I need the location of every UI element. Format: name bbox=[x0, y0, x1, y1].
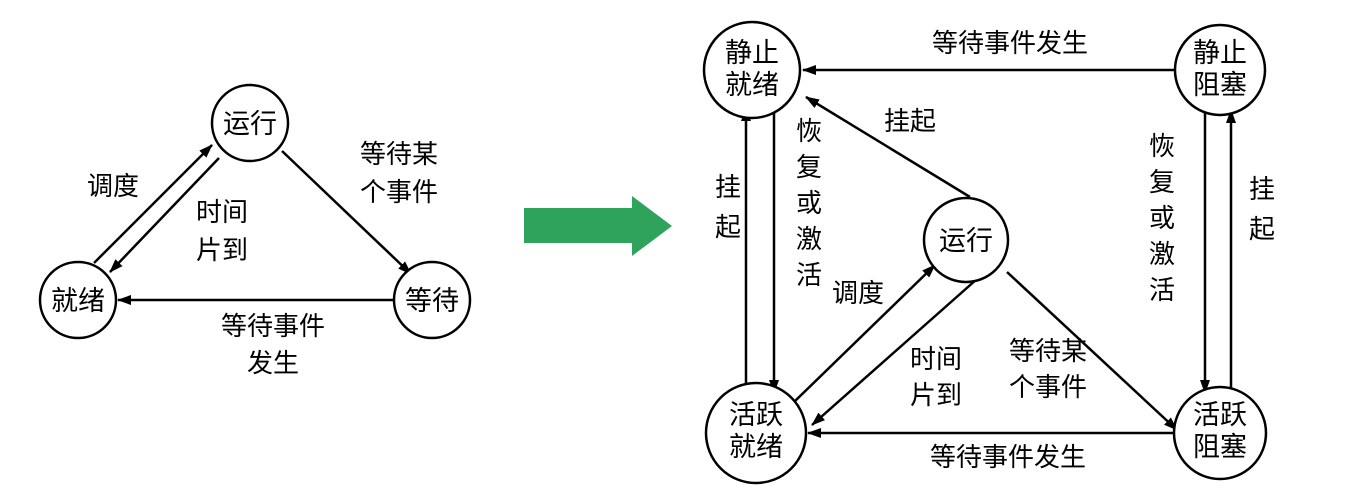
right-label-suspend-ready-line1: 挂 bbox=[715, 173, 741, 203]
right-diagram: 等待事件发生 挂起 挂 起 恢 复 或 激 活 调度 时间 片到 等待某 个事件… bbox=[702, 20, 1275, 485]
left-label-event-occurs: 等待事件 发生 bbox=[221, 312, 325, 379]
right-label-top-event-occurs-text: 等待事件发生 bbox=[932, 29, 1088, 59]
right-node-active-ready-line1: 活跃 bbox=[729, 400, 783, 431]
right-node-running: 运行 bbox=[922, 196, 1010, 284]
right-label-resume-blocked: 恢 复 或 激 活 bbox=[1149, 132, 1175, 306]
right-node-active-blocked: 活跃 阻塞 bbox=[1172, 385, 1268, 481]
right-label-resume-ready-line4: 激 bbox=[796, 225, 822, 255]
right-edge-suspend-running bbox=[805, 95, 971, 199]
left-label-time-slice-line2: 片到 bbox=[196, 236, 248, 266]
right-label-resume-blocked-line3: 或 bbox=[1149, 204, 1175, 234]
left-label-wait-event: 等待某 个事件 bbox=[360, 140, 438, 208]
right-label-time-slice: 时间 片到 bbox=[910, 345, 962, 411]
right-label-suspend-blocked: 挂 起 bbox=[1249, 175, 1275, 245]
right-edge-time-slice bbox=[811, 278, 978, 426]
right-label-dispatch-text: 调度 bbox=[832, 279, 884, 309]
right-label-resume-blocked-line5: 活 bbox=[1149, 276, 1175, 306]
right-label-bottom-event-occurs-text: 等待事件发生 bbox=[930, 443, 1086, 473]
right-label-wait-event-line1: 等待某 bbox=[1009, 337, 1087, 367]
right-label-resume-blocked-line1: 恢 bbox=[1149, 132, 1175, 162]
left-label-wait-event-line2: 个事件 bbox=[360, 178, 438, 208]
right-label-time-slice-line2: 片到 bbox=[910, 381, 962, 411]
right-label-suspend-blocked-line2: 起 bbox=[1249, 215, 1275, 245]
right-label-resume-ready-line3: 或 bbox=[796, 189, 822, 219]
transition-arrow bbox=[524, 196, 672, 256]
right-label-suspend-running: 挂起 bbox=[884, 107, 936, 137]
right-node-active-ready: 活跃 就绪 bbox=[704, 381, 808, 485]
right-node-active-ready-line2: 就绪 bbox=[729, 432, 783, 463]
right-node-static-blocked: 静止 阻塞 bbox=[1173, 23, 1267, 117]
right-node-static-ready: 静止 就绪 bbox=[702, 20, 802, 120]
right-label-resume-ready-line2: 复 bbox=[796, 153, 822, 183]
right-label-wait-event-line2: 个事件 bbox=[1009, 373, 1087, 403]
right-label-dispatch: 调度 bbox=[832, 279, 884, 309]
left-node-waiting: 等待 bbox=[392, 260, 472, 340]
right-label-suspend-blocked-line1: 挂 bbox=[1249, 175, 1275, 205]
left-node-running-label: 运行 bbox=[223, 109, 277, 140]
right-label-resume-ready-line5: 活 bbox=[796, 261, 822, 291]
right-label-resume-blocked-line4: 激 bbox=[1149, 240, 1175, 270]
left-node-running: 运行 bbox=[210, 83, 290, 163]
left-edge-wait-event bbox=[281, 150, 412, 275]
right-label-top-event-occurs: 等待事件发生 bbox=[932, 29, 1088, 59]
right-label-resume-ready-line1: 恢 bbox=[796, 117, 822, 147]
left-label-time-slice: 时间 片到 bbox=[196, 198, 248, 266]
right-node-active-blocked-line2: 阻塞 bbox=[1193, 432, 1247, 463]
right-label-bottom-event-occurs: 等待事件发生 bbox=[930, 443, 1086, 473]
left-edge-time-slice bbox=[109, 157, 220, 273]
right-label-suspend-ready: 挂 起 bbox=[715, 173, 741, 243]
right-node-running-label: 运行 bbox=[939, 226, 993, 257]
left-node-ready-label: 就绪 bbox=[51, 286, 105, 317]
right-label-time-slice-line1: 时间 bbox=[910, 345, 962, 375]
left-label-event-occurs-line1: 等待事件 bbox=[221, 312, 325, 342]
right-label-wait-event: 等待某 个事件 bbox=[1009, 337, 1087, 403]
right-node-static-blocked-line1: 静止 bbox=[1193, 38, 1247, 69]
right-label-suspend-running-text: 挂起 bbox=[884, 107, 936, 137]
right-edge-dispatch bbox=[793, 264, 936, 403]
right-label-resume-blocked-line2: 复 bbox=[1149, 168, 1175, 198]
right-node-static-blocked-line2: 阻塞 bbox=[1193, 70, 1247, 101]
left-node-ready: 就绪 bbox=[38, 260, 118, 340]
left-label-wait-event-line1: 等待某 bbox=[360, 140, 438, 170]
right-label-suspend-ready-line2: 起 bbox=[715, 213, 741, 243]
right-node-static-ready-line2: 就绪 bbox=[725, 70, 779, 101]
left-node-waiting-label: 等待 bbox=[405, 286, 459, 317]
right-label-resume-ready: 恢 复 或 激 活 bbox=[796, 117, 822, 291]
right-node-static-ready-line1: 静止 bbox=[725, 38, 779, 69]
left-label-time-slice-line1: 时间 bbox=[196, 198, 248, 228]
left-label-event-occurs-line2: 发生 bbox=[247, 349, 299, 379]
left-diagram: 调度 时间 片到 等待某 个事件 等待事件 发生 运行 就绪 等待 bbox=[38, 83, 472, 379]
right-node-active-blocked-line1: 活跃 bbox=[1193, 400, 1247, 431]
left-label-dispatch: 调度 bbox=[87, 172, 139, 202]
left-label-dispatch-text: 调度 bbox=[87, 172, 139, 202]
right-edge-wait-event bbox=[1006, 271, 1178, 431]
left-edge-dispatch bbox=[93, 144, 213, 264]
